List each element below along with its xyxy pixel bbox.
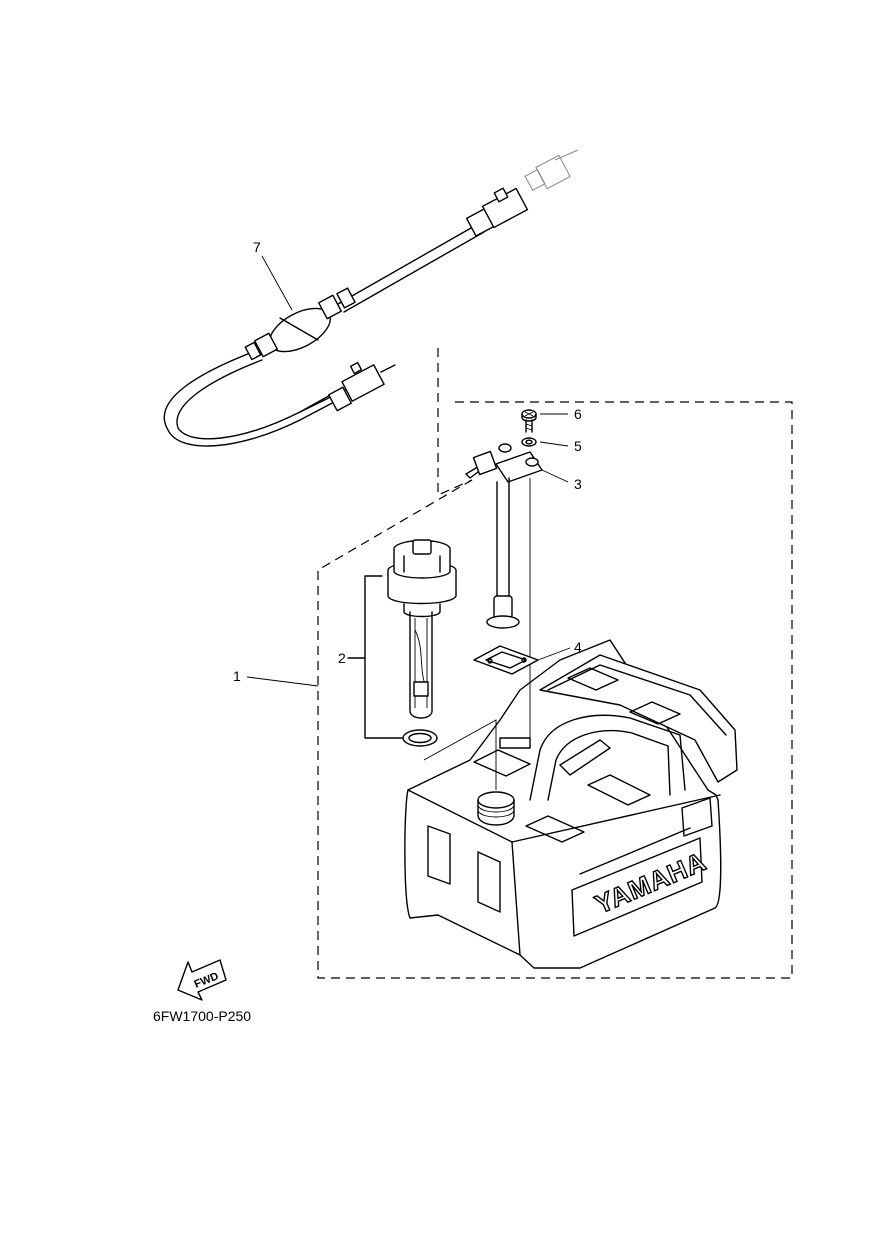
callout-2: 2 — [338, 650, 346, 666]
gasket — [473, 645, 539, 675]
fuel-joint-pickup — [465, 443, 543, 629]
washer — [521, 437, 537, 447]
hose-leader — [437, 348, 473, 496]
callout-1: 1 — [233, 668, 241, 684]
fuel-cap-gauge — [387, 539, 457, 747]
engine-fitting-ghost — [524, 149, 579, 192]
fuel-hose-assembly — [163, 149, 579, 447]
callout-5: 5 — [574, 438, 582, 454]
callout-7: 7 — [253, 239, 261, 255]
screw — [521, 409, 537, 433]
callout-4: 4 — [574, 639, 582, 655]
callout-6: 6 — [574, 406, 582, 422]
part-code: 6FW1700-P250 — [153, 1008, 251, 1024]
fuel-tank: YAMAHA — [404, 639, 738, 969]
callout-3: 3 — [574, 476, 582, 492]
fwd-arrow-icon: FWD — [177, 959, 227, 1001]
callout-2-bracket — [364, 575, 403, 739]
